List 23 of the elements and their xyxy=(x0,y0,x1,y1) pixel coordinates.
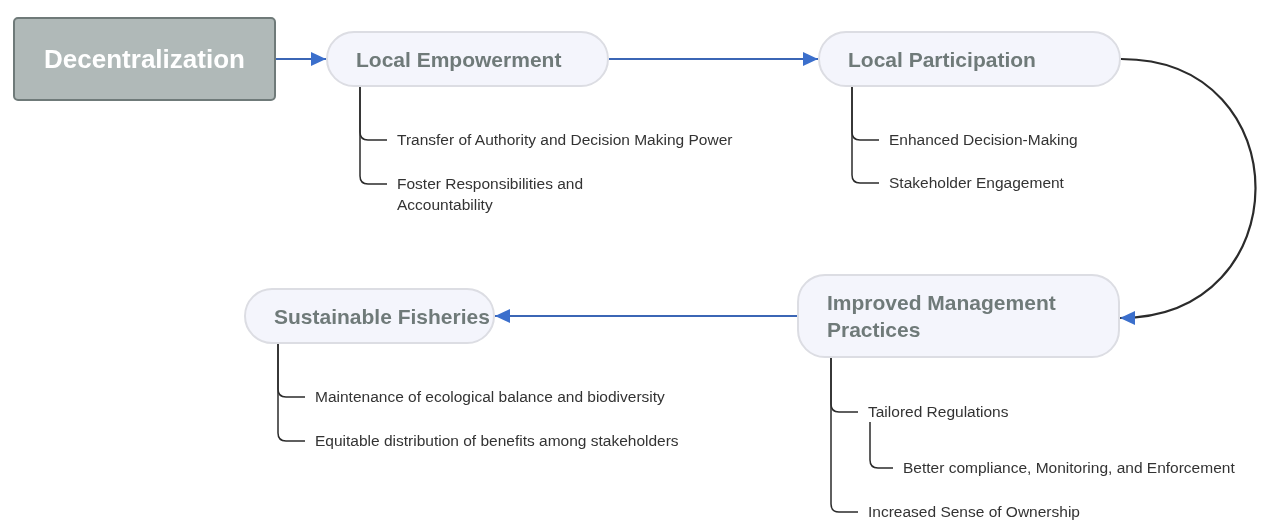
arrow xyxy=(495,309,797,323)
branch-text: Enhanced Decision-Making xyxy=(879,129,1078,150)
branch-text: Stakeholder Engagement xyxy=(879,172,1064,193)
stage-pill: Local Participation xyxy=(818,31,1121,87)
branch-line xyxy=(869,421,894,469)
branch-text: Transfer of Authority and Decision Making Power xyxy=(387,129,733,150)
stage-pill: Local Empowerment xyxy=(326,31,609,87)
arrow xyxy=(276,52,326,66)
branch-text: Foster Responsibilities and Accountability xyxy=(387,173,637,215)
branch-text: Maintenance of ecological balance and biodiversity xyxy=(305,386,665,407)
stage-pill: Sustainable Fisheries xyxy=(244,288,495,344)
arrow xyxy=(609,52,818,66)
branch-line xyxy=(359,86,388,185)
branch-text: Equitable distribution of benefits among stakeholders xyxy=(305,430,679,451)
stage-pill: Improved Management Practices xyxy=(797,274,1120,358)
arrow xyxy=(1119,57,1257,324)
topic-box: Decentralization xyxy=(13,17,276,101)
branch-line xyxy=(830,357,859,513)
branch-text: Tailored Regulations xyxy=(858,401,1009,422)
branch-line xyxy=(851,86,880,184)
branch-line xyxy=(277,343,306,442)
branch-text: Increased Sense of Ownership xyxy=(858,501,1080,520)
branch-text: Better compliance, Monitoring, and Enforcement xyxy=(893,457,1235,478)
